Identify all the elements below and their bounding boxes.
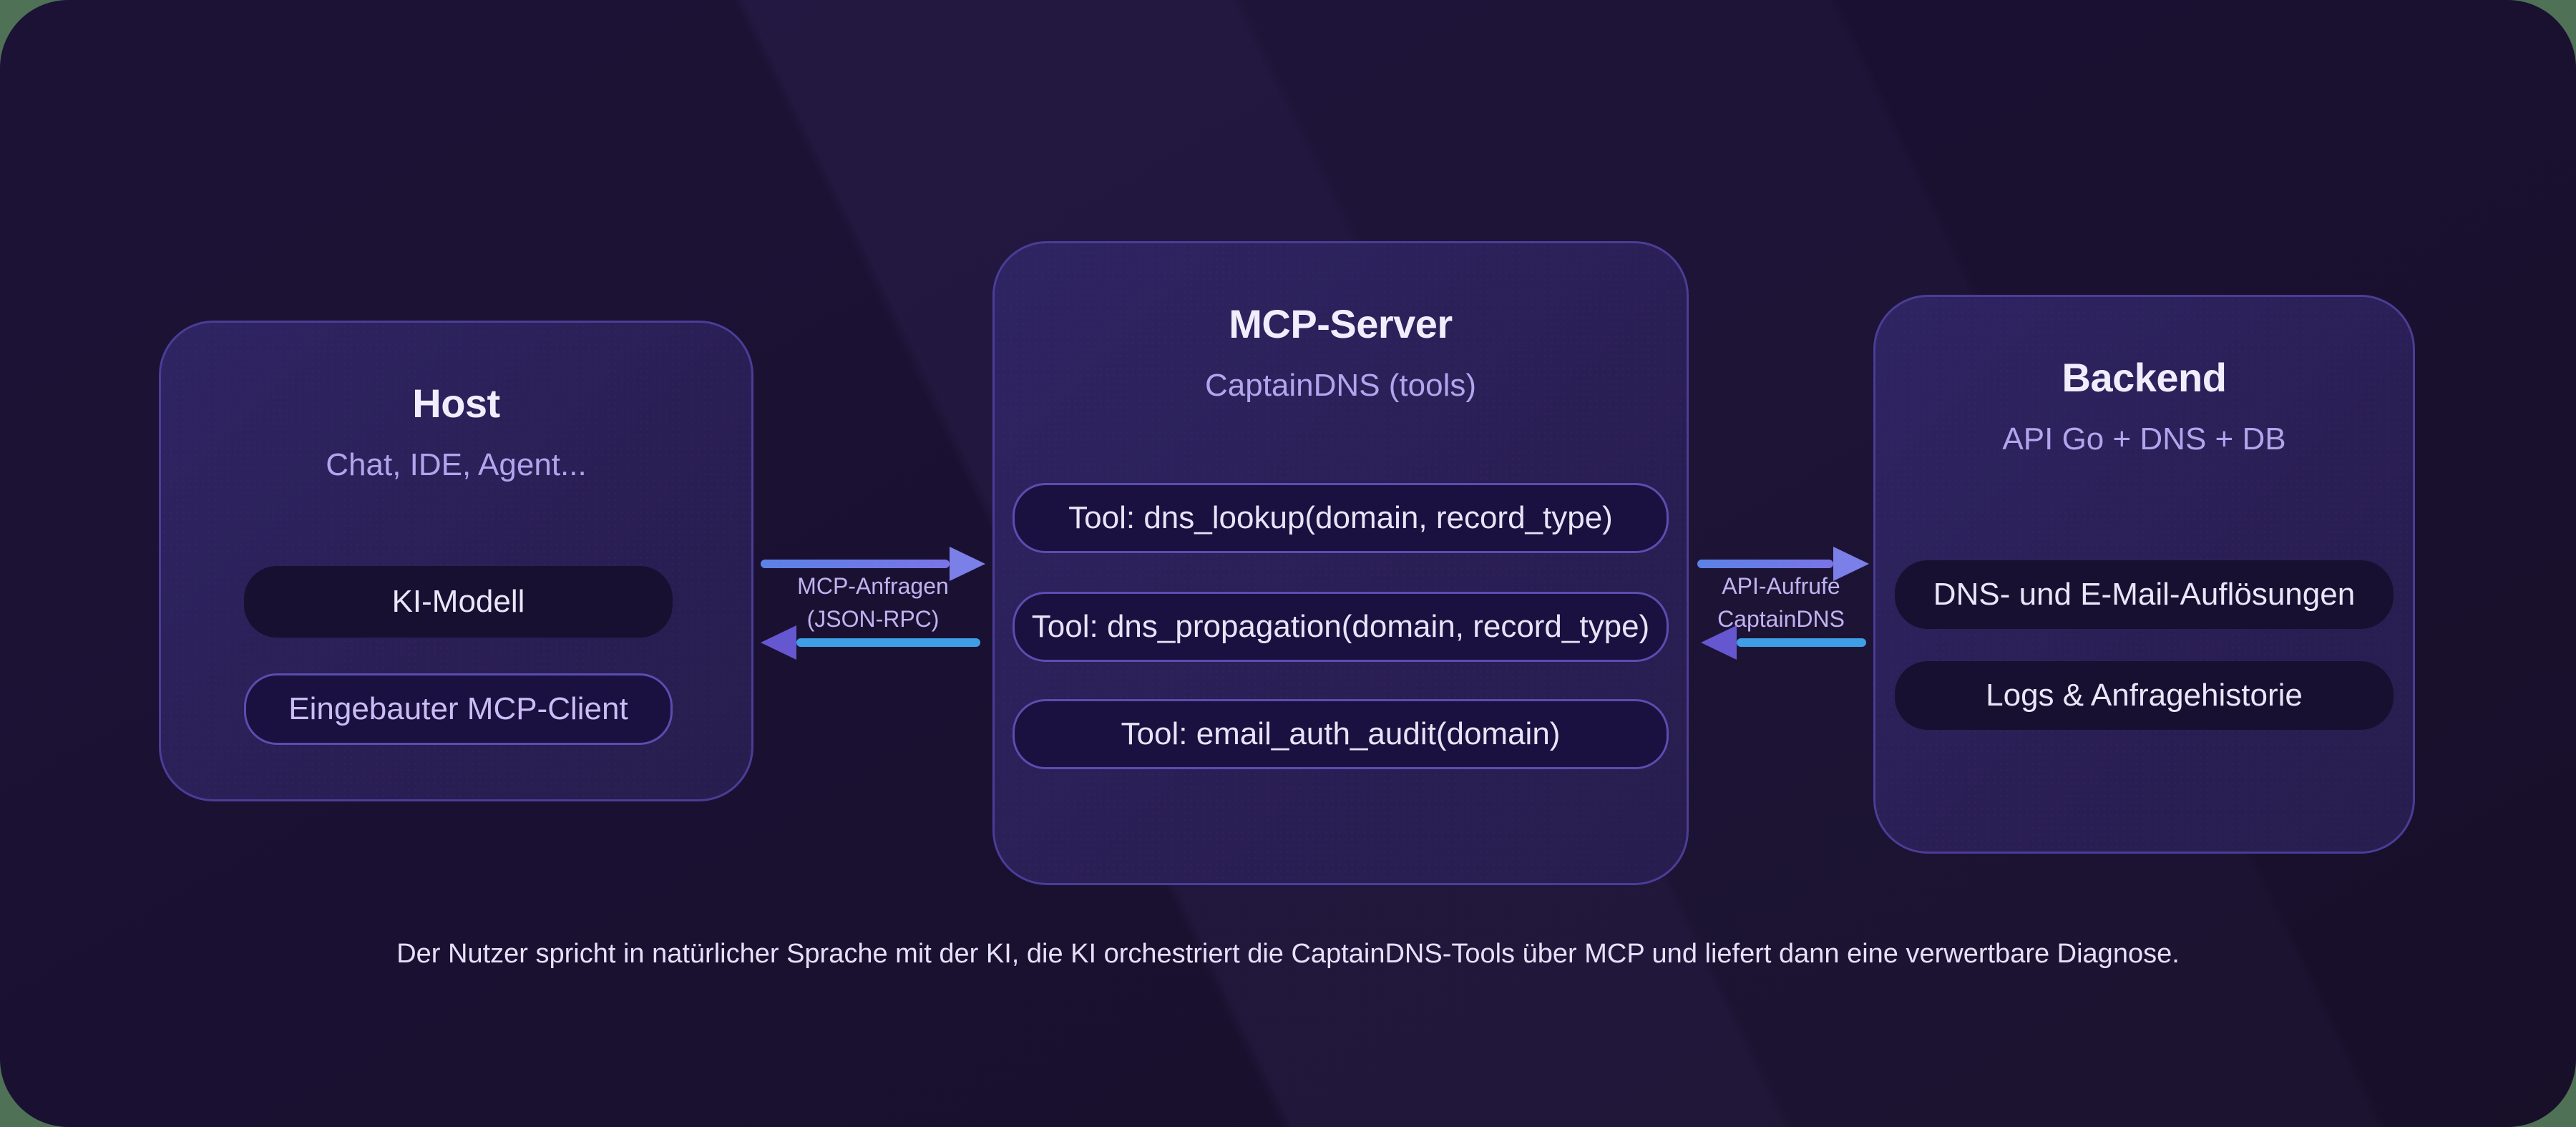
arrow-right-icon bbox=[1697, 547, 1869, 581]
node-mcp-server: MCP-Server CaptainDNS (tools) Tool: dns_… bbox=[992, 241, 1689, 885]
arrow-head bbox=[1701, 625, 1737, 660]
pill-dns-email-aufloesungen: DNS- und E-Mail-Auflösungen bbox=[1895, 560, 2394, 629]
node-backend: Backend API Go + DNS + DB DNS- und E-Mai… bbox=[1873, 295, 2415, 854]
connector-label-line2: (JSON-RPC) bbox=[806, 606, 940, 632]
pill-tool-dns-propagation: Tool: dns_propagation(domain, record_typ… bbox=[1013, 592, 1669, 662]
arrow-shaft bbox=[1737, 638, 1866, 647]
connector-mcp-backend-label: API-Aufrufe CaptainDNS bbox=[1689, 570, 1873, 635]
pill-eingebauter-mcp-client: Eingebauter MCP-Client bbox=[244, 673, 673, 745]
node-mcp-subtitle: CaptainDNS (tools) bbox=[1204, 368, 1477, 403]
connector-host-mcp-label: MCP-Anfragen (JSON-RPC) bbox=[753, 570, 992, 635]
diagram-caption: Der Nutzer spricht in natürlicher Sprach… bbox=[396, 939, 2180, 969]
arrow-right-icon bbox=[761, 547, 985, 581]
arrow-left-icon bbox=[761, 625, 980, 660]
pill-logs-anfragehistorie: Logs & Anfragehistorie bbox=[1895, 661, 2394, 730]
connector-label-line2: CaptainDNS bbox=[1717, 606, 1845, 632]
arrow-head bbox=[761, 625, 796, 660]
node-host: Host Chat, IDE, Agent... KI-Modell Einge… bbox=[159, 321, 753, 801]
arrow-head bbox=[1833, 547, 1869, 581]
pill-tool-email-auth-audit: Tool: email_auth_audit(domain) bbox=[1013, 699, 1669, 769]
arrow-shaft bbox=[761, 560, 950, 568]
connector-label-line1: API-Aufrufe bbox=[1722, 573, 1840, 599]
node-host-title: Host bbox=[412, 381, 500, 426]
node-mcp-title: MCP-Server bbox=[1229, 301, 1453, 346]
connector-label-line1: MCP-Anfragen bbox=[797, 573, 949, 599]
arrow-shaft bbox=[796, 638, 980, 647]
arrow-head bbox=[950, 547, 985, 581]
node-backend-subtitle: API Go + DNS + DB bbox=[2002, 421, 2286, 457]
node-host-subtitle: Chat, IDE, Agent... bbox=[326, 447, 587, 482]
arrow-left-icon bbox=[1701, 625, 1866, 660]
pill-ki-modell: KI-Modell bbox=[244, 566, 673, 638]
arrow-shaft bbox=[1697, 560, 1833, 568]
pill-tool-dns-lookup: Tool: dns_lookup(domain, record_type) bbox=[1013, 483, 1669, 553]
node-backend-title: Backend bbox=[2062, 355, 2227, 400]
